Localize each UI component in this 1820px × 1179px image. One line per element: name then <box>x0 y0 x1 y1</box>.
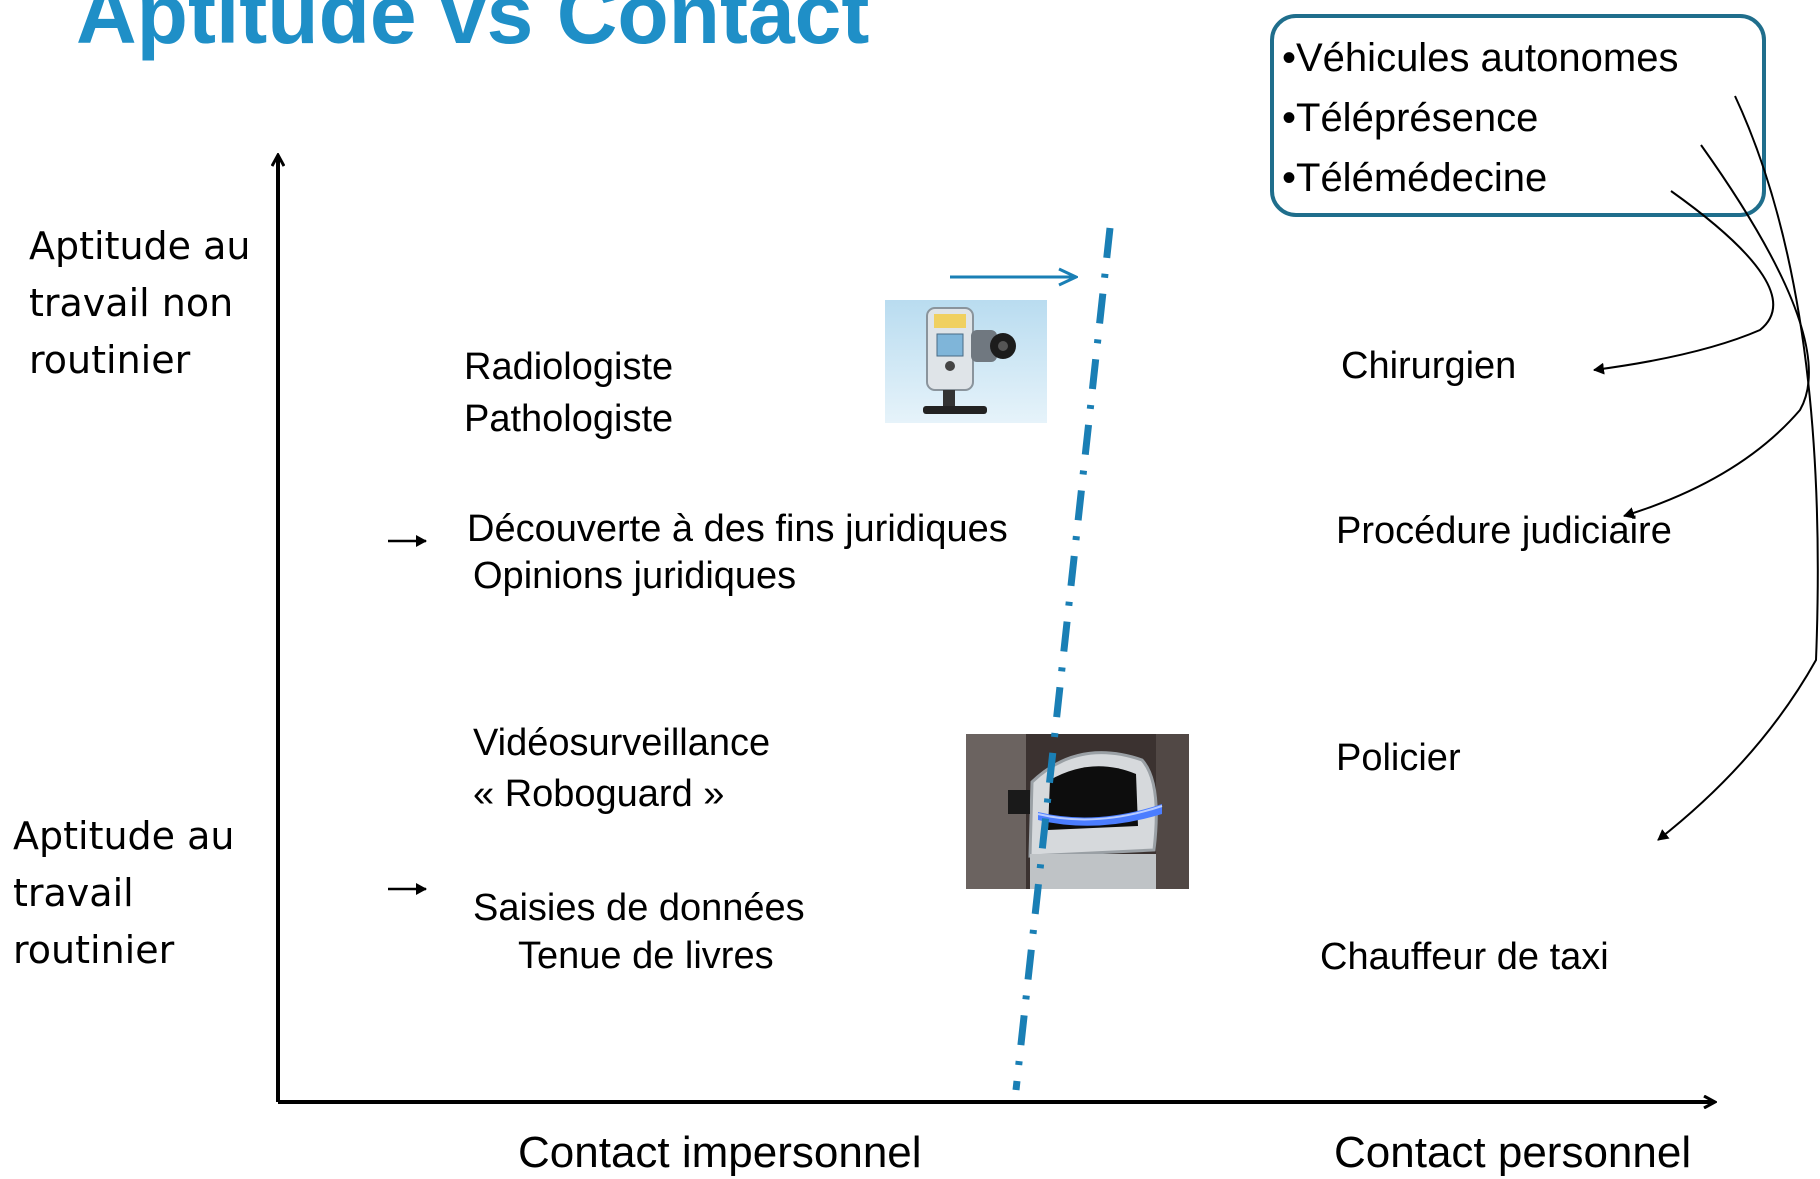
label-radiologiste: Radiologiste <box>464 346 674 388</box>
y-axis-top-label: Aptitude au travail non routinier <box>29 218 251 389</box>
x-ray-scanner-icon <box>885 300 1047 423</box>
curve-arrow-police <box>1657 95 1819 841</box>
label-pathologiste: Pathologiste <box>464 398 674 440</box>
label-tenue: Tenue de livres <box>518 935 774 977</box>
impersonal-group-radiology: Radiologiste Pathologiste <box>464 341 673 445</box>
tech-item-telepresence: •Téléprésence <box>1282 96 1539 140</box>
label-policier: Policier <box>1336 737 1461 779</box>
label-decouverte: Découverte à des fins juridiques <box>467 508 1008 550</box>
curve-arrow-surgeon <box>1593 190 1775 375</box>
divider-line <box>1012 227 1114 1091</box>
tech-item-telemedecine: •Télémédecine <box>1282 156 1548 200</box>
label-chauffeur-taxi: Chauffeur de taxi <box>1320 936 1609 978</box>
label-saisies: Saisies de données <box>473 887 805 929</box>
label-procedure-judiciaire: Procédure judiciaire <box>1336 510 1672 552</box>
impersonal-group-data: Saisies de données Tenue de livres <box>473 884 805 980</box>
x-axis-right-label: Contact personnel <box>1334 1128 1692 1177</box>
label-roboguard: « Roboguard » <box>473 773 725 815</box>
y-bottom-line-1: Aptitude au <box>13 814 235 858</box>
impersonal-group-surveillance: Vidéosurveillance « Roboguard » <box>473 718 770 820</box>
y-top-line-2: travail non <box>29 281 234 325</box>
tech-item-vehicules: •Véhicules autonomes <box>1282 36 1679 80</box>
y-bottom-line-2: travail <box>13 871 134 915</box>
label-opinions: Opinions juridiques <box>473 555 797 597</box>
security-robot-icon <box>966 734 1189 889</box>
y-top-line-3: routinier <box>29 338 191 382</box>
y-top-line-1: Aptitude au <box>29 224 251 268</box>
page-title: Aptitude vs Contact <box>76 0 870 61</box>
impersonal-group-legal: Découverte à des fins juridiques Opinion… <box>467 506 1008 600</box>
y-bottom-line-3: routinier <box>13 928 175 972</box>
label-videosurveillance: Vidéosurveillance <box>473 722 771 764</box>
y-axis-bottom-label: Aptitude au travail routinier <box>13 808 235 979</box>
label-chirurgien: Chirurgien <box>1341 345 1517 387</box>
curve-arrow-judicial <box>1623 144 1810 519</box>
x-axis-left-label: Contact impersonnel <box>518 1128 922 1177</box>
technology-box: •Véhicules autonomes •Téléprésence •Télé… <box>1270 14 1766 217</box>
